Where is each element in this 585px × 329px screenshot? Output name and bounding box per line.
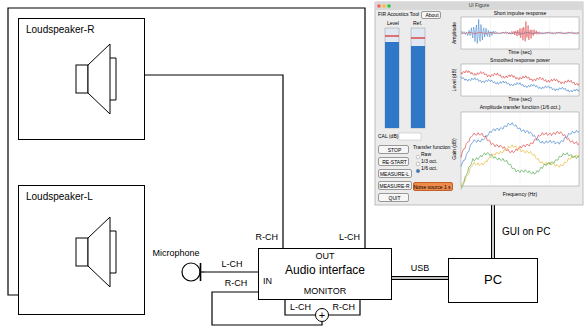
microphone-symbol bbox=[182, 263, 205, 281]
gui-text: UI Figure bbox=[469, 3, 490, 9]
gui-button: MEASURE-L bbox=[378, 169, 412, 178]
gui-text: Amplitude bbox=[452, 22, 458, 44]
gui-text: Time (sec) bbox=[508, 50, 531, 56]
channel-label: L-CH bbox=[289, 303, 312, 313]
gui-text: Level bbox=[387, 21, 399, 27]
button-label: MEASURE-L bbox=[380, 172, 409, 178]
button-label: MEASURE-R bbox=[379, 184, 409, 190]
speaker-symbol bbox=[76, 217, 116, 287]
gui-text: 1/6 oct. bbox=[421, 166, 437, 172]
channel-label: R-CH bbox=[224, 279, 249, 289]
node-label: Loudspeaker-L bbox=[26, 191, 93, 203]
signal-wire bbox=[145, 75, 283, 248]
node-label: Loudspeaker-R bbox=[26, 24, 94, 36]
speaker-enclosure bbox=[19, 186, 145, 315]
gui-text: Frequency (Hz) bbox=[503, 192, 537, 198]
pc-box: PC bbox=[448, 258, 538, 303]
button-label: QUIT bbox=[389, 196, 401, 202]
gui-text: Gain (dB) bbox=[452, 138, 458, 159]
channel-label: R-CH bbox=[255, 233, 280, 243]
gui-text: FIR Acoustics Tool bbox=[378, 12, 419, 18]
channel-label: USB bbox=[410, 264, 431, 274]
signal-wire bbox=[205, 271, 258, 272]
gui-text: Level (dB) bbox=[452, 69, 458, 92]
channel-label: R-CH bbox=[332, 303, 357, 313]
summing-circle: + bbox=[315, 308, 329, 322]
button-label: About bbox=[425, 13, 438, 19]
button-label: STOP bbox=[388, 148, 402, 154]
gui-text: Smoothed response power bbox=[490, 58, 550, 64]
gui-button: RE-START bbox=[378, 157, 409, 166]
node-label: Microphone bbox=[152, 248, 199, 258]
gui-button: STOP bbox=[378, 145, 409, 154]
speaker-enclosure bbox=[19, 19, 145, 140]
box-outline bbox=[259, 249, 392, 300]
channel-label: L-CH bbox=[220, 260, 243, 270]
usb-cable bbox=[392, 276, 448, 280]
button-label: Noise source 1 s bbox=[413, 185, 450, 191]
gui-text: CAL (dB) bbox=[378, 134, 398, 140]
gui-button: About bbox=[421, 11, 441, 19]
microphone: Microphone bbox=[148, 248, 205, 284]
node-label: MONITOR bbox=[304, 286, 346, 296]
node-label: PC bbox=[484, 273, 502, 288]
node-label: IN bbox=[263, 276, 272, 286]
gui-button: MEASURE-R bbox=[378, 181, 412, 190]
gui-screenshot: UI FigureFIR Acoustics ToolLevel Ref. Shor… bbox=[375, 2, 583, 205]
node-shape bbox=[18, 185, 145, 315]
button-label: RE-START bbox=[382, 160, 407, 166]
speaker-symbol bbox=[76, 44, 116, 114]
gui-text: Raw bbox=[421, 152, 431, 158]
usb-cable bbox=[491, 205, 495, 258]
gui-button: Noise source 1 s bbox=[413, 182, 453, 191]
node-label: + bbox=[319, 309, 325, 322]
gui-text: Transfer function bbox=[413, 145, 450, 151]
gui-text: Amplitude transfer function (1/6 oct.) bbox=[480, 105, 561, 111]
gui-text: Time (sec) bbox=[508, 97, 531, 103]
signal-wire bbox=[329, 300, 360, 315]
box-outline bbox=[449, 259, 538, 303]
node-label: OUT bbox=[316, 251, 335, 261]
node-shape bbox=[18, 18, 145, 140]
channel-label: L-CH bbox=[338, 233, 361, 243]
caption-label: GUI on PC bbox=[502, 226, 550, 238]
gui-text: 1/3 oct. bbox=[421, 159, 437, 165]
signal-wire bbox=[285, 300, 315, 315]
gui-text: Short impulse response bbox=[494, 11, 547, 17]
summing-circle-outline bbox=[316, 309, 329, 322]
cable-inner bbox=[492, 205, 494, 258]
node-label: Audio interface bbox=[285, 264, 365, 278]
gui-button: QUIT bbox=[378, 193, 409, 202]
cable-inner bbox=[392, 277, 448, 279]
speaker-box: Loudspeaker-R bbox=[18, 18, 145, 140]
speaker-box: Loudspeaker-L bbox=[18, 185, 145, 315]
audio-interface-box: OUT Audio interfaceIN MONITOR bbox=[258, 248, 392, 300]
gui-text: Ref. bbox=[413, 21, 422, 27]
